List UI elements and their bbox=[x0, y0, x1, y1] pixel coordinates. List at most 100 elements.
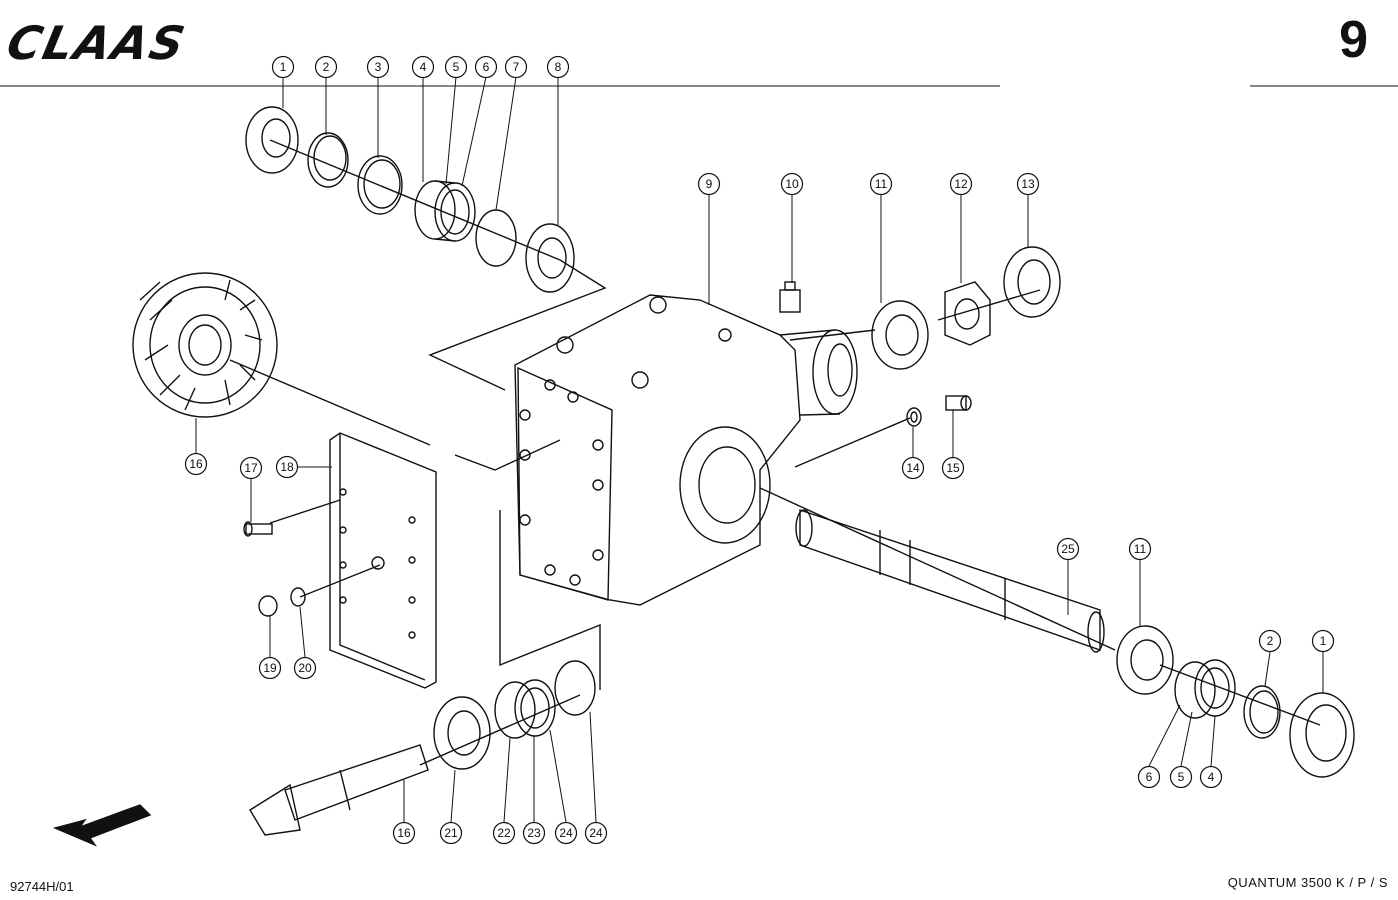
callout-number: 21 bbox=[444, 826, 458, 840]
callout-20: 20 bbox=[293, 656, 317, 680]
callout-number: 1 bbox=[280, 60, 287, 74]
callout-number: 11 bbox=[1134, 542, 1147, 556]
ball-bearing-11-bottom bbox=[1116, 625, 1174, 695]
splined-shaft-25 bbox=[795, 509, 1105, 653]
callout-number: 2 bbox=[1267, 634, 1274, 648]
callout-circle bbox=[271, 55, 295, 79]
callout-circle bbox=[1169, 765, 1193, 789]
callout-1: 1 bbox=[271, 55, 295, 79]
callout-18: 18 bbox=[275, 455, 299, 479]
gearbox-housing-9 bbox=[514, 294, 858, 606]
callout-number: 4 bbox=[420, 60, 427, 74]
callout-7: 7 bbox=[504, 55, 528, 79]
callout-circle bbox=[474, 55, 498, 79]
callout-circle bbox=[697, 172, 721, 196]
callout-5: 5 bbox=[1169, 765, 1193, 789]
callout-circle bbox=[392, 821, 416, 845]
callout-number: 22 bbox=[497, 826, 511, 840]
callout-16: 16 bbox=[184, 452, 208, 476]
slotted-nut-12 bbox=[944, 281, 991, 346]
callout-number: 8 bbox=[555, 60, 562, 74]
callout-circle bbox=[444, 55, 468, 79]
callout-22: 22 bbox=[492, 821, 516, 845]
bolt-17 bbox=[243, 521, 273, 537]
callout-circle bbox=[1258, 629, 1282, 653]
callout-circle bbox=[949, 172, 973, 196]
callout-circle bbox=[584, 821, 608, 845]
callout-11: 11 bbox=[1128, 537, 1152, 561]
callout-21: 21 bbox=[439, 821, 463, 845]
drain-plug-15 bbox=[945, 395, 972, 411]
callout-8: 8 bbox=[546, 55, 570, 79]
callout-23: 23 bbox=[522, 821, 546, 845]
callout-circle bbox=[522, 821, 546, 845]
drawing-number: 92744H/01 bbox=[10, 879, 74, 894]
shim-sleeve-22-23 bbox=[494, 679, 556, 739]
callout-11: 11 bbox=[869, 172, 893, 196]
callout-circle bbox=[1128, 537, 1152, 561]
shim-sleeve-4-6-top bbox=[414, 180, 476, 242]
callout-circle bbox=[1016, 172, 1040, 196]
callout-number: 1 bbox=[1320, 634, 1327, 648]
callout-2: 2 bbox=[1258, 629, 1282, 653]
callout-number: 2 bbox=[323, 60, 330, 74]
callout-number: 25 bbox=[1061, 542, 1075, 556]
callout-circle bbox=[258, 656, 282, 680]
callout-circle bbox=[780, 172, 804, 196]
bevel-gear-16 bbox=[132, 272, 278, 418]
callout-4: 4 bbox=[411, 55, 435, 79]
callout-number: 12 bbox=[954, 177, 968, 191]
callout-number: 24 bbox=[589, 826, 603, 840]
o-ring-7 bbox=[475, 209, 517, 267]
callout-circle bbox=[293, 656, 317, 680]
callout-circle bbox=[546, 55, 570, 79]
callout-circle bbox=[411, 55, 435, 79]
callout-circle bbox=[275, 455, 299, 479]
callout-6: 6 bbox=[474, 55, 498, 79]
callout-1: 1 bbox=[1311, 629, 1335, 653]
ball-bearing-21 bbox=[433, 696, 491, 770]
model-designation: QUANTUM 3500 K / P / S bbox=[1227, 875, 1388, 890]
callout-leaders bbox=[195, 76, 1324, 823]
callout-number: 16 bbox=[189, 457, 203, 471]
callout-5: 5 bbox=[444, 55, 468, 79]
callout-circle bbox=[492, 821, 516, 845]
callout-12: 12 bbox=[949, 172, 973, 196]
callout-4: 4 bbox=[1199, 765, 1223, 789]
callout-number: 23 bbox=[527, 826, 541, 840]
callout-number: 6 bbox=[483, 60, 490, 74]
callout-15: 15 bbox=[941, 456, 965, 480]
callout-13: 13 bbox=[1016, 172, 1040, 196]
sealing-washer-14 bbox=[906, 407, 922, 427]
callout-circle bbox=[239, 456, 263, 480]
callout-number: 5 bbox=[453, 60, 460, 74]
callout-number: 4 bbox=[1208, 770, 1215, 784]
breather-plug-10 bbox=[779, 281, 801, 313]
callout-circle bbox=[869, 172, 893, 196]
callout-circle bbox=[1137, 765, 1161, 789]
callout-19: 19 bbox=[258, 656, 282, 680]
shim-sleeve-4-6-bottom bbox=[1174, 659, 1236, 719]
callout-circle bbox=[1311, 629, 1335, 653]
callout-circle bbox=[554, 821, 578, 845]
callout-6: 6 bbox=[1137, 765, 1161, 789]
circlip-2-top bbox=[307, 132, 349, 188]
callout-circle bbox=[184, 452, 208, 476]
callout-circle bbox=[439, 821, 463, 845]
callout-number: 9 bbox=[706, 177, 713, 191]
callout-24: 24 bbox=[554, 821, 578, 845]
callout-3: 3 bbox=[366, 55, 390, 79]
callout-number: 15 bbox=[946, 461, 960, 475]
callout-number: 18 bbox=[280, 460, 294, 474]
callout-10: 10 bbox=[780, 172, 804, 196]
callout-25: 25 bbox=[1056, 537, 1080, 561]
callout-circle bbox=[1056, 537, 1080, 561]
callout-circle bbox=[504, 55, 528, 79]
callout-circle bbox=[366, 55, 390, 79]
callout-number: 13 bbox=[1021, 177, 1035, 191]
o-ring-24 bbox=[554, 660, 596, 716]
callout-number: 16 bbox=[397, 826, 411, 840]
callout-number: 17 bbox=[244, 461, 258, 475]
